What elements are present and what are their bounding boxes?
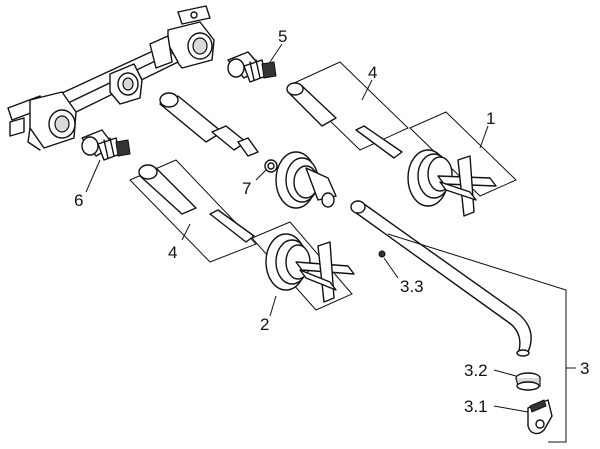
callout-labels: 5 4 1 7 6 4 3.3 2 3.2 3 3.1: [74, 27, 589, 416]
extension-set-upper: [286, 61, 409, 159]
spout: [350, 200, 532, 357]
callout-3-3: 3.3: [400, 277, 424, 296]
callout-6: 6: [74, 191, 83, 210]
cartridge-lower: [81, 129, 131, 161]
bracket-line-3: [387, 233, 567, 443]
callout-4-lower: 4: [168, 243, 177, 262]
callout-3-2: 3.2: [464, 361, 488, 380]
o-ring: [264, 159, 278, 173]
callout-2: 2: [260, 315, 269, 334]
aerator-key: [527, 399, 553, 435]
callout-7: 7: [242, 179, 251, 198]
leader-lines: [85, 43, 529, 413]
cartridge-upper: [227, 51, 277, 83]
handle-cross-upper: [407, 111, 517, 217]
aerator: [515, 372, 541, 391]
callout-4-upper: 4: [368, 63, 377, 82]
extension-stem-middle: [159, 92, 259, 157]
rough-in-body: [7, 5, 215, 151]
callout-3-1: 3.1: [464, 397, 488, 416]
handle-cross-lower: [251, 221, 355, 311]
callout-5: 5: [278, 27, 287, 46]
diverter-body: [275, 151, 337, 209]
ball-part: [378, 250, 386, 258]
callout-3: 3: [580, 359, 589, 378]
extension-set-lower: [129, 159, 257, 263]
callout-1: 1: [486, 109, 495, 128]
